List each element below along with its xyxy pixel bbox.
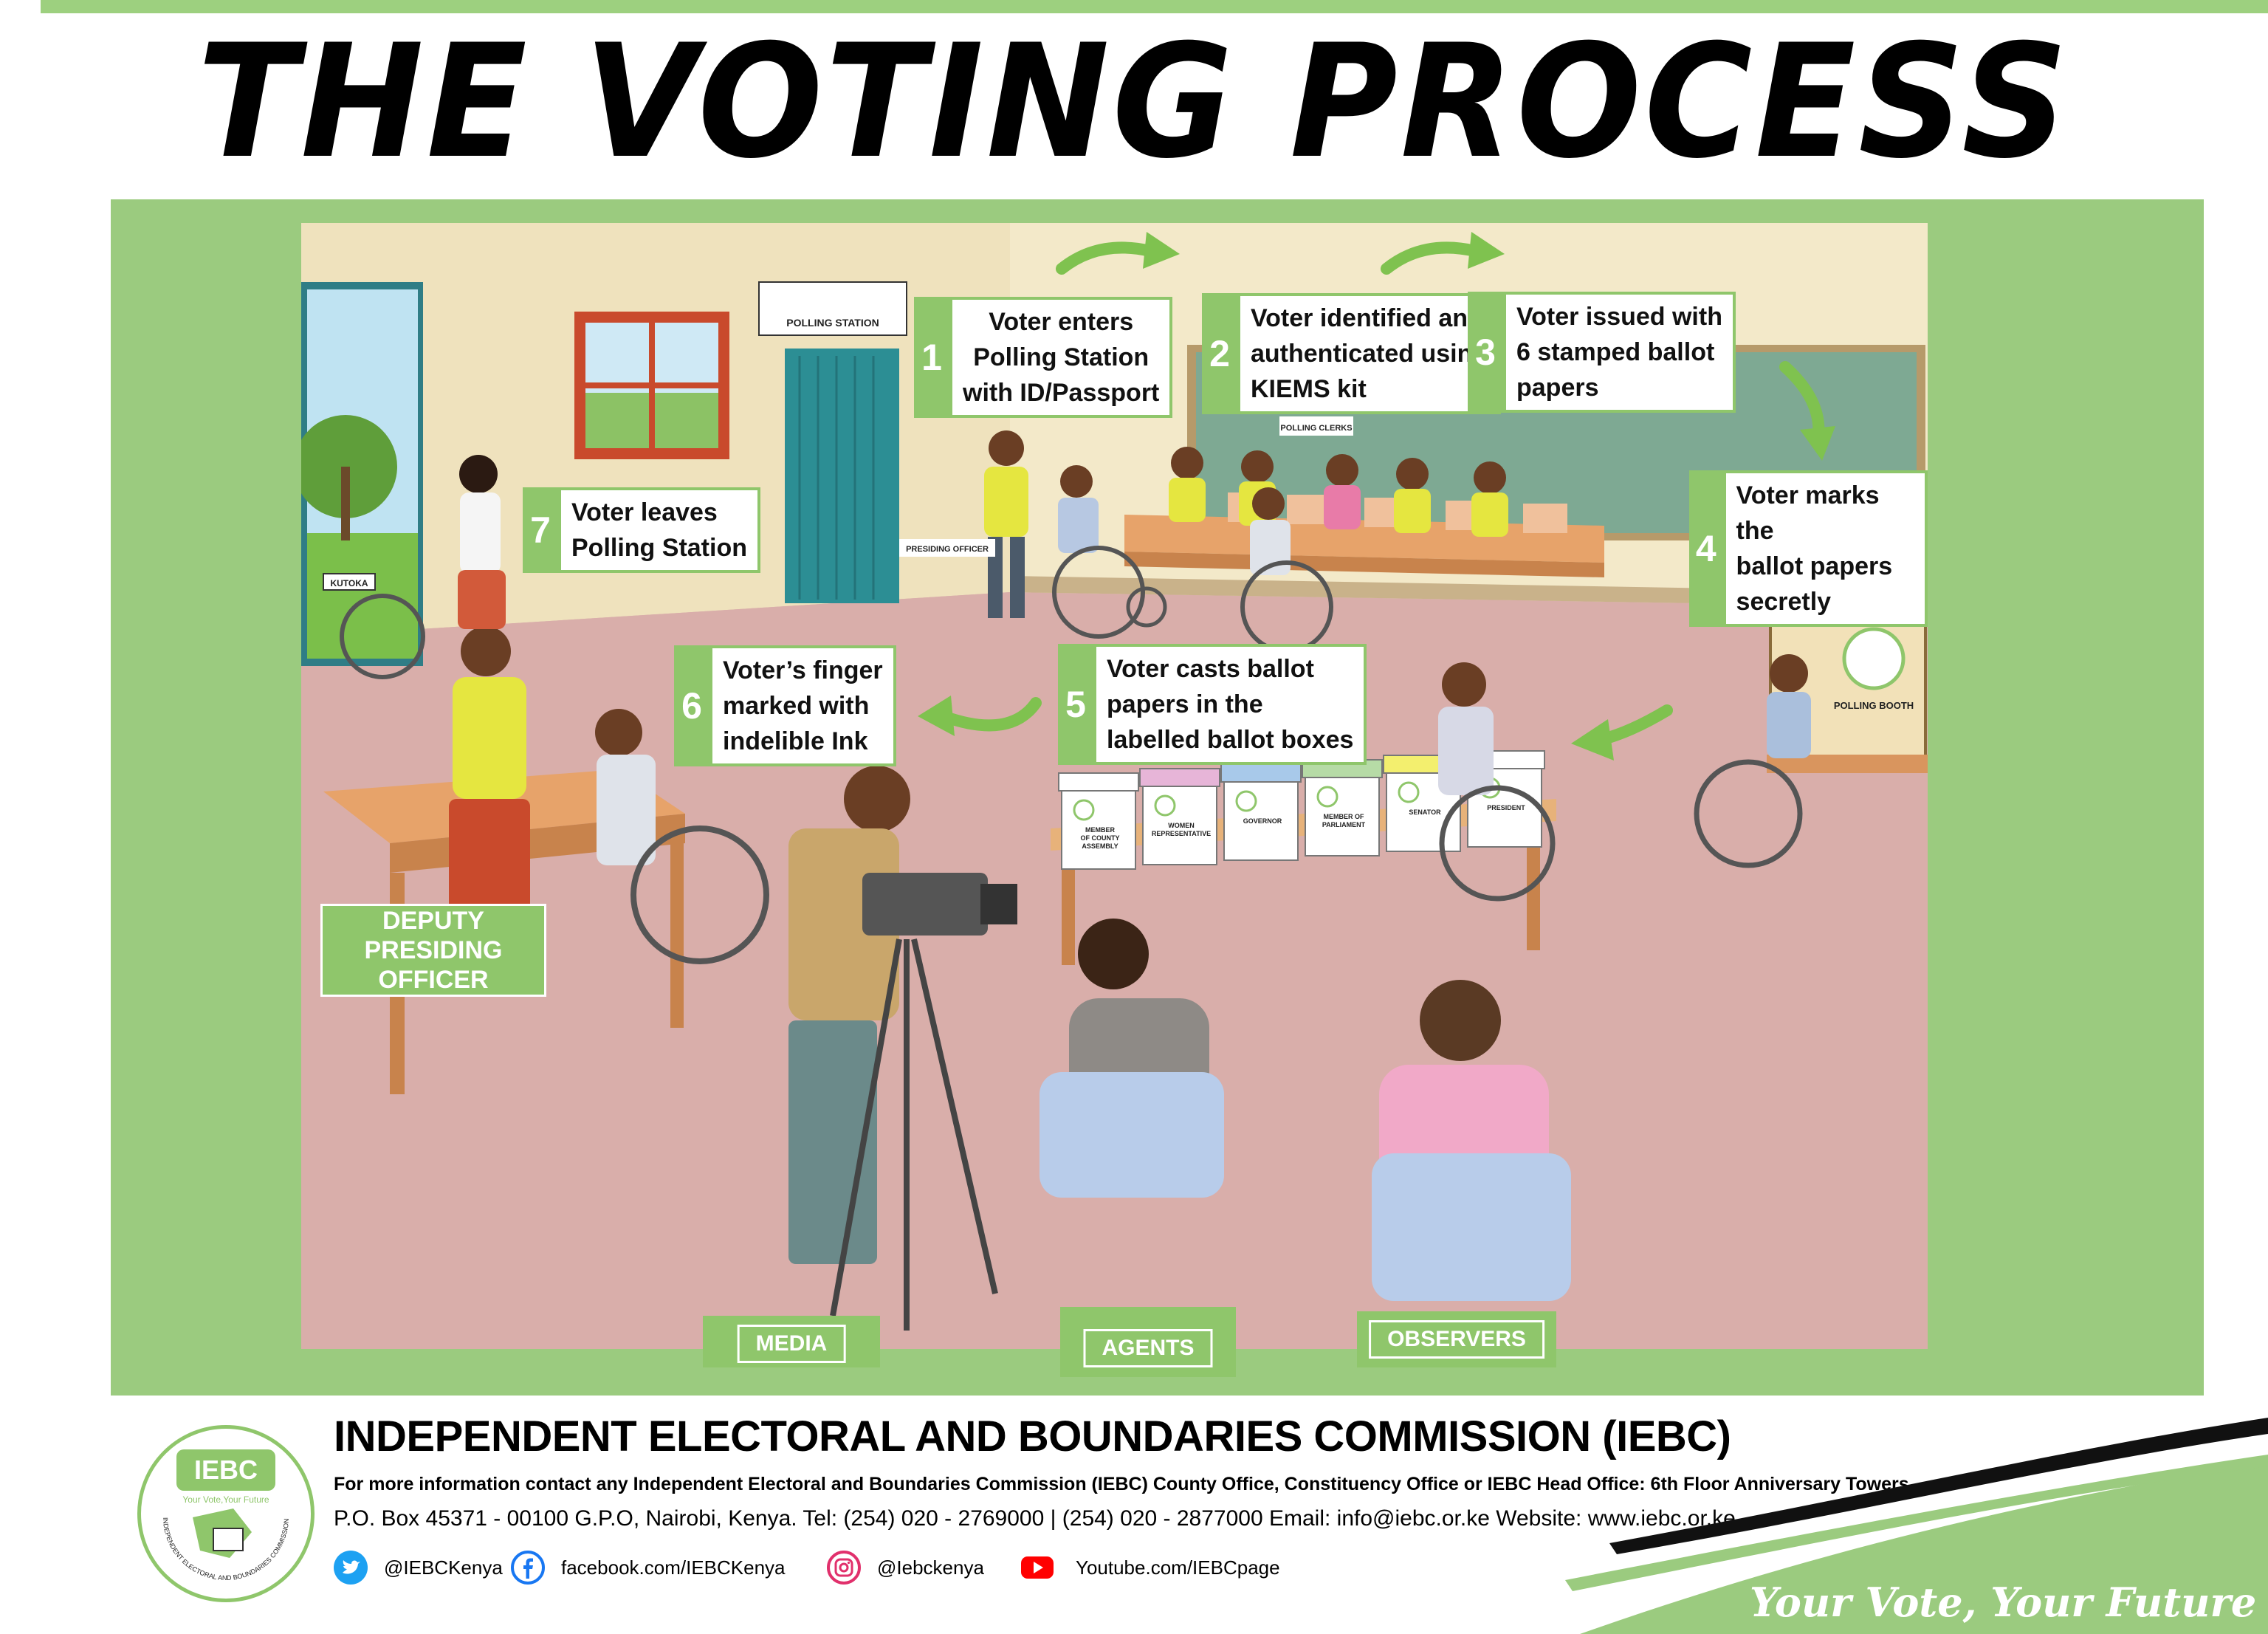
observers-tab-frame: OBSERVERS: [1357, 1311, 1556, 1367]
step-3-text: Voter issued with 6 stamped ballot paper…: [1503, 292, 1736, 413]
ballot-casting-voter: [1438, 662, 1556, 902]
step-3-callout: 3 Voter issued with 6 stamped ballot pap…: [1468, 292, 1736, 413]
polling-station-sign-text: POLLING STATION: [786, 317, 879, 329]
step-7-callout: 7 Voter leaves Polling Station: [523, 487, 760, 573]
ballot-box-logo-icon: [1154, 794, 1176, 817]
contact-info: For more information contact any Indepen…: [334, 1474, 1909, 1494]
facebook-icon: [511, 1551, 545, 1585]
wheelchair-voter-entrance: [1052, 465, 1167, 639]
logo-tagline: Your Vote,Your Future: [182, 1494, 269, 1505]
polling-station-sign: [758, 281, 907, 336]
observer-figure: [1372, 980, 1571, 1301]
polling-clerks-sign: POLLING CLERKS: [1280, 424, 1352, 433]
media-tab: MEDIA: [737, 1325, 846, 1363]
media-tab-frame: MEDIA: [703, 1316, 880, 1367]
step-3-number: 3: [1468, 292, 1503, 413]
wheelchair-voter-clerks: [1240, 487, 1333, 653]
outdoor-grass: [307, 533, 418, 659]
arrow-5-to-6-icon: [938, 697, 1042, 732]
address-line: P.O. Box 45371 - 00100 G.P.O, Nairobi, K…: [334, 1506, 1736, 1531]
ballot-box-label: GOVERNOR: [1243, 817, 1282, 825]
facebook-url: facebook.com/IEBCKenya: [561, 1556, 786, 1579]
arrow-1-to-2-icon: [1056, 241, 1156, 275]
social-facebook[interactable]: facebook.com/IEBCKenya: [511, 1549, 786, 1586]
step-5-text: Voter casts ballot papers in the labelle…: [1093, 644, 1367, 765]
org-name: INDEPENDENT ELECTORAL AND BOUNDARIES COM…: [334, 1412, 1731, 1460]
page-title: THE VOTING PROCESS: [197, 10, 2071, 193]
step-5-number: 5: [1058, 644, 1093, 765]
step-7-text: Voter leaves Polling Station: [558, 487, 760, 573]
polling-station-illustration: POLLING STATION POLLING CLERKS PRESIDING…: [301, 223, 1928, 1349]
ballot-box-logo-icon: [1235, 790, 1257, 812]
flow-arrows: [918, 232, 1835, 761]
step-6-text: Voter’s finger marked with indelible Ink: [709, 645, 896, 766]
twitter-handle: @IEBCKenya: [384, 1556, 503, 1579]
step-1-callout: 1 Voter enters Polling Station with ID/P…: [914, 297, 1173, 418]
iebc-logo: IEBC Your Vote,Your Future INDEPENDENT E…: [137, 1425, 315, 1602]
inked-finger-voter: [595, 709, 769, 964]
ballot-box-label: SENATOR: [1409, 809, 1441, 816]
youtube-url: Youtube.com/IEBCpage: [1076, 1556, 1280, 1579]
booth-logo-icon: [1842, 627, 1906, 690]
slogan: Your Vote, Your Future: [1750, 1579, 2257, 1626]
step-2-number: 2: [1202, 293, 1237, 414]
deputy-presiding-officer-figure: [449, 626, 530, 917]
ballot-box-label: PRESIDENT: [1487, 804, 1525, 811]
arrow-2-to-3-icon: [1381, 241, 1481, 275]
presiding-officer-figure: [984, 430, 1028, 618]
social-twitter[interactable]: @IEBCKenya: [334, 1549, 503, 1586]
instagram-handle: @Iebckenya: [877, 1556, 984, 1579]
step-5-callout: 5 Voter casts ballot papers in the label…: [1058, 644, 1367, 765]
step-1-number: 1: [914, 297, 949, 418]
ballot-box-logo-icon: [1316, 786, 1339, 808]
ballot-box: GOVERNOR: [1220, 763, 1302, 861]
step-6-number: 6: [674, 645, 709, 766]
ballot-box-icon: [213, 1528, 244, 1551]
deputy-presiding-officer-label: DEPUTY PRESIDING OFFICER: [320, 904, 546, 997]
social-instagram[interactable]: @Iebckenya: [827, 1549, 984, 1586]
step-4-text: Voter marks the ballot papers secretly: [1722, 470, 1928, 627]
exiting-voter: [340, 455, 506, 679]
kutoka-sign: KUTOKA: [330, 578, 368, 588]
arrow-4-to-5-icon: [1595, 704, 1673, 746]
step-4-callout: 4 Voter marks the ballot papers secretly: [1689, 470, 1928, 627]
top-accent-bar: [41, 0, 2268, 13]
agents-tab-frame: AGENTS: [1060, 1307, 1236, 1377]
ballot-box-logo-icon: [1073, 799, 1095, 821]
youtube-icon: [1021, 1556, 1054, 1579]
scene-drawing: POLLING STATION POLLING CLERKS PRESIDING…: [301, 223, 1928, 1349]
station-door: [785, 349, 899, 603]
arrow-3-to-4-icon: [1779, 361, 1825, 443]
footer-swoosh: [1565, 1418, 2268, 1634]
step-1-text: Voter enters Polling Station with ID/Pas…: [949, 297, 1173, 418]
iebc-logo-graphic: IEBC Your Vote,Your Future INDEPENDENT E…: [162, 1449, 290, 1582]
media-cameraman: [788, 766, 1017, 1331]
logo-text: IEBC: [194, 1455, 258, 1485]
step-6-callout: 6 Voter’s finger marked with indelible I…: [674, 645, 896, 766]
polling-booth-label: POLLING BOOTH: [1834, 700, 1914, 711]
instagram-icon: [827, 1551, 861, 1585]
twitter-icon: [334, 1551, 368, 1585]
presiding-officer-sign: PRESIDING OFFICER: [906, 545, 989, 554]
booth-voter: [1694, 654, 1811, 868]
step-7-number: 7: [523, 487, 558, 573]
social-youtube[interactable]: Youtube.com/IEBCpage: [1015, 1549, 1280, 1586]
ballot-box-logo-icon: [1398, 781, 1420, 803]
agents-tab: AGENTS: [1083, 1329, 1213, 1367]
observers-tab: OBSERVERS: [1369, 1320, 1544, 1359]
agent-figure: [1040, 919, 1224, 1198]
step-4-number: 4: [1689, 470, 1723, 627]
polling-clerks: [1169, 447, 1508, 537]
